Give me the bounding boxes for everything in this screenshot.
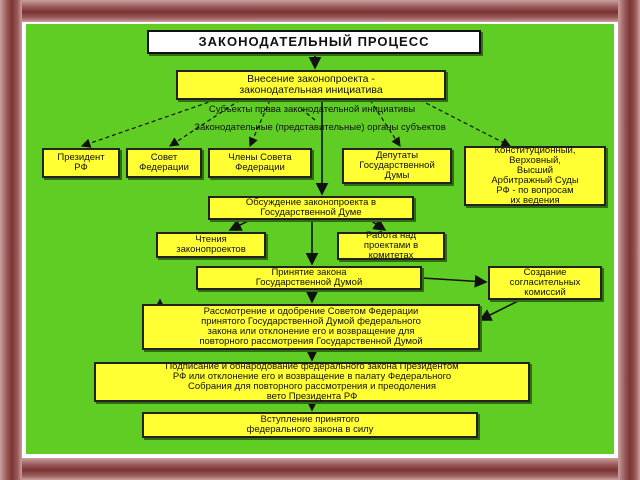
dashed-link-president-rf — [80, 99, 216, 148]
node-president-rf: Президент РФ — [42, 148, 120, 178]
node-initiative: Внесение законопроекта - законодательная… — [176, 70, 446, 100]
node-committees: Работа над проектами в комитетах — [337, 231, 445, 260]
frame-border-bottom — [0, 458, 640, 480]
node-council-members: Члены Совета Федерации — [208, 148, 312, 178]
node-readings: Чтения законопроектов — [156, 232, 266, 258]
node-courts: Конституционный, Верховный, Высший Арбит… — [464, 146, 606, 206]
frame-border-left — [0, 0, 22, 480]
diagram-title: ЗАКОНОДАТЕЛЬНЫЙ ПРОЦЕСС — [147, 30, 481, 54]
frame-border-right — [618, 0, 640, 480]
node-discussion: Обсуждение законопроекта в Государственн… — [208, 196, 414, 220]
node-duma-deputies: Депутаты Государственной Думы — [342, 148, 452, 184]
dashed-link-courts — [419, 99, 512, 147]
node-federation-council-review: Рассмотрение и одобрение Советом Федерац… — [142, 304, 480, 350]
arrow-adoption-to-conciliation — [421, 274, 488, 288]
arrow-discussion-to-committees — [369, 218, 387, 231]
node-adoption: Принятие закона Государственной Думой — [196, 266, 422, 290]
node-entry-into-force: Вступление принятого федерального закона… — [142, 412, 478, 438]
arrow-conciliation-to-council — [478, 299, 521, 321]
label-subjects: Субъекты права законодательной инициатив… — [208, 104, 416, 115]
frame-border-top — [0, 0, 640, 22]
node-federation-council: Совет Федерации — [126, 148, 202, 178]
dashed-link-council-members — [248, 99, 271, 148]
node-president-signing: Подписание и обнародование федерального … — [94, 362, 530, 402]
dashed-link-duma-deputies — [369, 99, 401, 148]
label-regional-bodies: Законодательные (представительные) орган… — [194, 122, 446, 133]
arrow-discussion-to-readings — [228, 219, 251, 231]
node-conciliation-commissions: Создание согласительных комиссий — [488, 266, 602, 300]
dashed-link-regional-bodies — [299, 107, 316, 121]
